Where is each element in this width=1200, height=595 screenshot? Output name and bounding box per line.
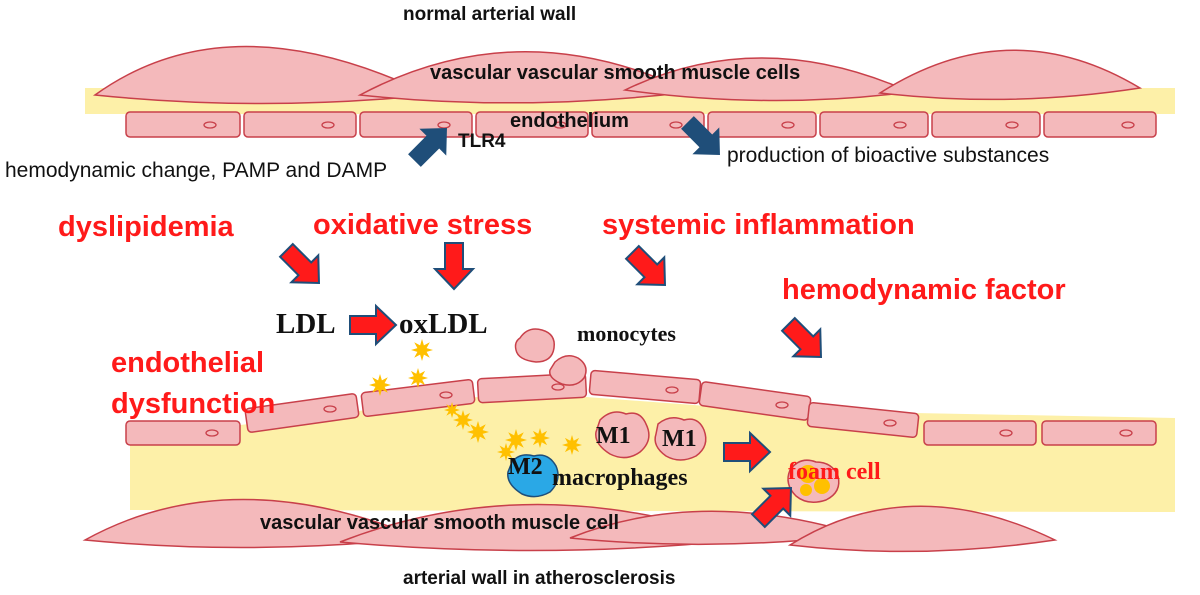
bottom-cell-nucleus xyxy=(999,429,1013,437)
ldl-to-oxldl-arrow-icon xyxy=(349,305,397,345)
bioactive-substances-label: production of bioactive substances xyxy=(727,144,1050,167)
monocytes-label: monocytes xyxy=(577,321,676,346)
top-cell-nucleus xyxy=(321,121,335,129)
monocyte-cell xyxy=(549,355,587,386)
bottom-endothelial-cell xyxy=(806,401,920,439)
top-endothelium-layer xyxy=(125,111,1157,138)
monocyte-cell xyxy=(514,328,555,363)
endothelial-dysfunction-label-line2: dysfunction xyxy=(111,388,276,420)
title-arterial-wall-atherosclerosis: arterial wall in atherosclerosis xyxy=(403,568,676,589)
hemodynamic-factor-label: hemodynamic factor xyxy=(782,274,1066,306)
dyslipidemia-label: dyslipidemia xyxy=(58,211,234,243)
oxldl-particle xyxy=(562,435,582,455)
macrophage-group xyxy=(507,411,840,503)
bottom-endothelium-layer xyxy=(125,369,1157,446)
bottom-cell-nucleus xyxy=(323,405,337,413)
oxldl-particle xyxy=(444,402,460,418)
top-smooth-muscle-layer xyxy=(92,45,1143,105)
bottom-endothelial-cell xyxy=(588,369,702,405)
top-cell-nucleus xyxy=(781,121,795,129)
top-endothelial-cell xyxy=(125,111,241,138)
title-normal-arterial-wall: normal arterial wall xyxy=(403,4,577,25)
foam-cell-label: foam cell xyxy=(788,459,881,485)
top-endothelial-cell xyxy=(475,111,589,138)
top-endothelial-cell xyxy=(591,111,705,138)
top-smooth-muscle-cell xyxy=(877,49,1143,101)
oxldl-particle xyxy=(408,368,428,388)
top-cell-nucleus xyxy=(1005,121,1019,129)
hemodynamic-arrow-icon xyxy=(774,310,836,372)
top-cell-nucleus xyxy=(553,121,567,129)
bottom-cell-nucleus xyxy=(775,401,789,409)
bottom-cell-nucleus xyxy=(205,429,219,437)
top-endothelial-cell xyxy=(707,111,817,138)
oxldl-particle xyxy=(411,339,433,361)
oxldl-particle xyxy=(497,443,515,461)
oxldl-particle xyxy=(369,374,391,396)
oxldl-particle xyxy=(530,428,550,448)
foam-cell-lipid xyxy=(814,478,830,494)
oxldl-particle xyxy=(505,429,527,451)
bottom-endothelial-cell xyxy=(125,420,241,446)
top-cell-nucleus xyxy=(669,121,683,129)
top-endothelial-cell xyxy=(931,111,1041,138)
top-cell-nucleus xyxy=(893,121,907,129)
top-smooth-muscle-label: vascular vascular smooth muscle cells xyxy=(430,62,801,84)
oxidative-stress-arrow-icon xyxy=(434,242,474,290)
bottom-cell-nucleus xyxy=(883,419,897,427)
bottom-smooth-muscle-cell xyxy=(787,505,1058,553)
bottom-cell-nucleus xyxy=(665,386,679,394)
tlr4-label: TLR4 xyxy=(458,131,506,152)
oxidative-stress-label: oxidative stress xyxy=(313,209,533,241)
bottom-endothelial-cell xyxy=(1041,420,1157,446)
bottom-cell-nucleus xyxy=(1119,429,1133,437)
oxldl-label: oxLDL xyxy=(399,308,488,340)
m1-label-b: M1 xyxy=(662,426,697,452)
endothelial-dysfunction-label-line1: endothelial xyxy=(111,347,265,379)
m2-label: M2 xyxy=(508,454,543,480)
m1-label-a: M1 xyxy=(596,423,631,449)
hemodynamic-change-label: hemodynamic change, PAMP and DAMP xyxy=(5,159,388,182)
systemic-inflammation-label: systemic inflammation xyxy=(602,209,915,241)
m1-macrophage-b xyxy=(654,417,707,461)
m2-macrophage xyxy=(507,454,559,498)
endothelium-label: endothelium xyxy=(510,110,629,132)
bottom-endothelial-cell xyxy=(923,420,1037,446)
bottom-smooth-muscle-layer xyxy=(82,498,1058,553)
bottom-endothelial-cell xyxy=(360,378,476,418)
dyslipidemia-arrow-icon xyxy=(272,236,334,298)
oxldl-particle-group xyxy=(369,339,582,461)
top-cell-nucleus xyxy=(1121,121,1135,129)
foam-cell-lipid xyxy=(799,465,817,483)
ldl-label: LDL xyxy=(276,308,336,340)
foam-cell-lipid xyxy=(800,484,812,496)
top-cell-nucleus xyxy=(203,121,217,129)
inflammation-arrow-icon xyxy=(618,238,680,300)
top-endothelial-cell xyxy=(819,111,929,138)
top-endothelial-cell xyxy=(243,111,357,138)
top-cell-nucleus xyxy=(437,121,451,129)
bottom-cell-nucleus xyxy=(551,383,565,391)
bottom-smooth-muscle-label: vascular vascular smooth muscle cell xyxy=(260,512,620,534)
bottom-endothelial-cell xyxy=(244,393,360,433)
oxldl-particle xyxy=(453,410,473,430)
oxldl-particle xyxy=(467,421,489,443)
monocyte-group xyxy=(514,328,587,386)
top-endothelial-cell xyxy=(359,111,473,138)
bottom-cell-nucleus xyxy=(439,391,453,399)
macrophages-label: macrophages xyxy=(552,465,688,491)
top-endothelial-cell xyxy=(1043,111,1157,138)
m1-macrophage-a xyxy=(595,411,650,459)
